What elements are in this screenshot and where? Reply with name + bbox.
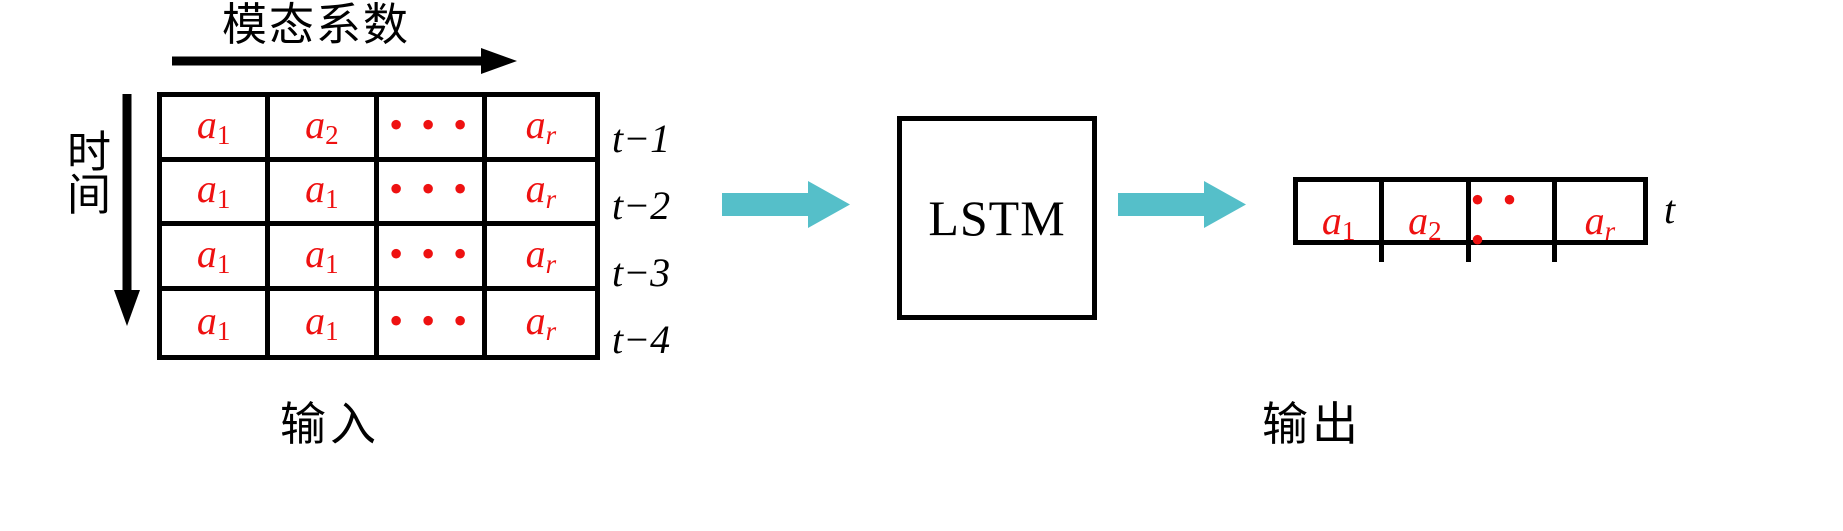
symbol-a1: a1 bbox=[305, 297, 339, 346]
ellipsis-icon: • • • bbox=[389, 166, 472, 212]
row-label-t-minus-3: t−3 bbox=[612, 250, 671, 295]
matrix-cell: ar bbox=[487, 291, 595, 356]
matrix-cell: • • • bbox=[378, 161, 487, 226]
lstm-model-box: LSTM bbox=[897, 116, 1097, 320]
symbol-a1: a1 bbox=[305, 230, 339, 279]
ellipsis-icon: • • • bbox=[389, 101, 472, 147]
symbol-a1: a1 bbox=[196, 297, 231, 346]
matrix-cell: ar bbox=[486, 162, 595, 226]
time-axis-label-char-1: 间 bbox=[67, 169, 111, 221]
symbol-ar: ar bbox=[525, 297, 557, 346]
matrix-cell: a1 bbox=[162, 290, 271, 355]
input-matrix: a1 a2 • • • ar a1 a1 • • • ar a1 a1 • • … bbox=[157, 92, 600, 360]
output-cell: a2 bbox=[1384, 182, 1471, 262]
symbol-a2: a2 bbox=[305, 101, 339, 150]
symbol-ar: ar bbox=[525, 230, 557, 279]
symbol-a1: a1 bbox=[196, 166, 231, 215]
ellipsis-icon: • • • bbox=[389, 230, 472, 276]
row-label-t-minus-2: t−2 bbox=[612, 183, 671, 228]
row-label-t-minus-4: t−4 bbox=[612, 317, 671, 362]
down-arrow-icon bbox=[114, 94, 140, 326]
ellipsis-icon: • • • bbox=[389, 297, 472, 343]
matrix-cell: a1 bbox=[270, 226, 379, 291]
symbol-ar: ar bbox=[525, 101, 557, 150]
output-vector: a1 a2 • • • ar bbox=[1293, 177, 1648, 262]
symbol-a1: a1 bbox=[1321, 198, 1356, 246]
output-cell: • • • bbox=[1470, 177, 1557, 262]
symbol-a1: a1 bbox=[196, 101, 231, 150]
output-cell: a1 bbox=[1298, 182, 1385, 262]
output-cell: ar bbox=[1557, 182, 1643, 262]
block-arrow-right-icon bbox=[722, 181, 850, 228]
matrix-cell: a1 bbox=[162, 97, 271, 162]
matrix-cell: a1 bbox=[162, 226, 271, 291]
lstm-label: LSTM bbox=[928, 190, 1066, 246]
symbol-a1: a1 bbox=[196, 230, 231, 279]
output-row-label-t: t bbox=[1664, 187, 1676, 232]
symbol-a2: a2 bbox=[1408, 198, 1442, 246]
symbol-ar: ar bbox=[1584, 198, 1616, 246]
time-axis-label: 时 间 bbox=[64, 127, 114, 221]
matrix-cell: ar bbox=[486, 97, 595, 162]
symbol-ar: ar bbox=[525, 166, 557, 215]
matrix-cell: • • • bbox=[378, 226, 487, 291]
input-caption: 输入 bbox=[280, 397, 380, 451]
matrix-cell: a1 bbox=[270, 161, 379, 226]
matrix-cell: • • • bbox=[379, 290, 487, 355]
symbol-a1: a1 bbox=[305, 166, 339, 215]
ellipsis-icon: • • • bbox=[1470, 177, 1521, 262]
time-axis-label-char-0: 时 bbox=[67, 127, 111, 178]
matrix-cell: ar bbox=[486, 226, 595, 291]
output-caption: 输出 bbox=[1262, 397, 1362, 451]
right-arrow-icon bbox=[172, 48, 517, 74]
matrix-cell: a1 bbox=[270, 290, 379, 355]
row-label-t-minus-1: t−1 bbox=[612, 116, 671, 161]
matrix-cell: a1 bbox=[162, 161, 271, 226]
matrix-cell: a2 bbox=[270, 97, 379, 162]
modal-coefficient-axis-label: 模态系数 bbox=[222, 0, 411, 51]
matrix-cell: • • • bbox=[378, 97, 487, 162]
block-arrow-right-icon bbox=[1118, 181, 1246, 228]
